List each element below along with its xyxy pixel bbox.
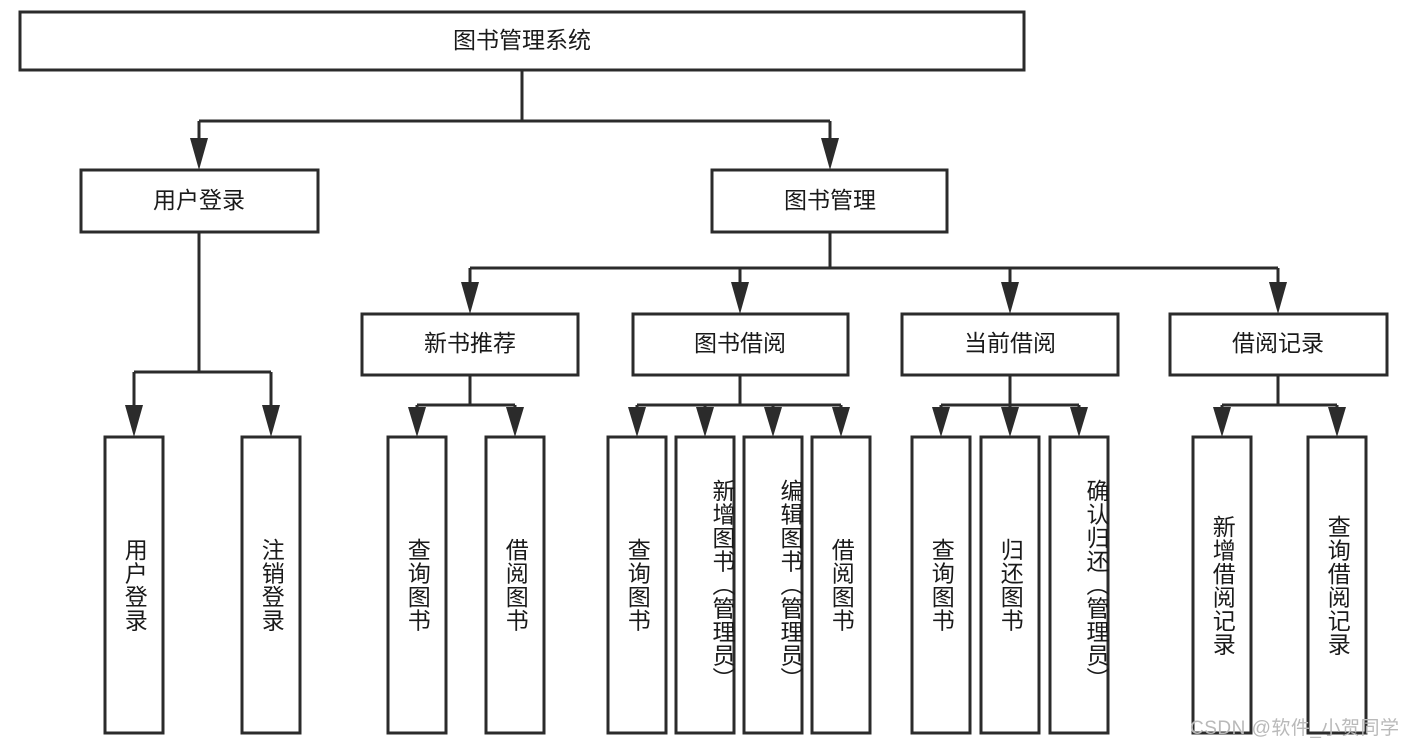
arrow-to-leaf-query-record [1328, 407, 1346, 437]
arrow-to-user-login [190, 138, 208, 170]
node-book-mgmt-box[interactable] [710, 168, 949, 234]
node-root-box[interactable] [18, 10, 1026, 72]
node-leaf-borrow-book-1-box[interactable] [484, 435, 546, 735]
node-leaf-borrow-book-2-box[interactable] [810, 435, 872, 735]
arrow-to-new-book-recommend [461, 282, 479, 314]
node-leaf-user-login-box[interactable] [103, 435, 165, 735]
arrow-to-leaf-edit-book [764, 407, 782, 437]
node-book-mgmt-label: 图书管理 [784, 187, 876, 213]
arrow-to-leaf-add-record [1213, 407, 1231, 437]
node-book-borrow-box[interactable] [631, 312, 850, 377]
node-leaf-confirm-return-box[interactable] [1048, 435, 1110, 735]
node-user-login-box[interactable] [79, 168, 320, 234]
arrow-to-leaf-logout [262, 405, 280, 437]
arrow-to-leaf-query-book-3 [932, 407, 950, 437]
node-leaf-return-book-box[interactable] [979, 435, 1041, 735]
connector-group-borrow-record [1213, 375, 1346, 437]
node-borrow-record-box[interactable] [1168, 312, 1389, 377]
arrow-to-borrow-record [1269, 282, 1287, 314]
connector-group-current-borrow [932, 375, 1088, 437]
arrow-to-leaf-borrow-book-1 [506, 407, 524, 437]
arrow-to-book-borrow [731, 282, 749, 314]
arrow-to-leaf-query-book-1 [408, 407, 426, 437]
connector-group-book-borrow [628, 375, 850, 437]
arrow-to-leaf-confirm-return [1070, 407, 1088, 437]
arrow-to-leaf-user-login [125, 405, 143, 437]
connector-group-new-book-recommend [408, 375, 524, 437]
arrow-to-leaf-borrow-book-2 [832, 407, 850, 437]
node-current-borrow-box[interactable] [900, 312, 1120, 377]
node-new-book-recommend-label: 新书推荐 [424, 330, 516, 356]
connector-group-root [190, 70, 839, 170]
arrow-to-leaf-return-book [1001, 407, 1019, 437]
node-leaf-add-book-box[interactable] [674, 435, 736, 735]
arrow-to-leaf-query-book-2 [628, 407, 646, 437]
node-leaf-query-book-1-box[interactable] [386, 435, 448, 735]
connector-group-book-mgmt [461, 232, 1287, 314]
arrow-to-current-borrow [1001, 282, 1019, 314]
node-leaf-query-book-3-box[interactable] [910, 435, 972, 735]
node-new-book-recommend-box[interactable] [360, 312, 580, 377]
node-borrow-record-label: 借阅记录 [1232, 330, 1324, 356]
csdn-watermark: CSDN @软件_小贺同学 [1190, 718, 1400, 739]
node-current-borrow-label: 当前借阅 [964, 330, 1056, 356]
node-leaf-query-record-box [1306, 435, 1368, 735]
node-leaf-edit-book-box[interactable] [742, 435, 804, 735]
node-leaf-query-book-2-box[interactable] [606, 435, 668, 735]
arrow-to-book-mgmt [821, 138, 839, 170]
node-leaf-logout-box[interactable] [240, 435, 302, 735]
connector-group-user-login [125, 232, 280, 437]
node-book-borrow-label: 图书借阅 [694, 330, 786, 356]
node-root-label: 图书管理系统 [453, 27, 591, 53]
node-user-login-label: 用户登录 [153, 187, 245, 213]
node-leaf-add-record-box[interactable] [1191, 435, 1253, 735]
arrow-to-leaf-add-book [696, 407, 714, 437]
